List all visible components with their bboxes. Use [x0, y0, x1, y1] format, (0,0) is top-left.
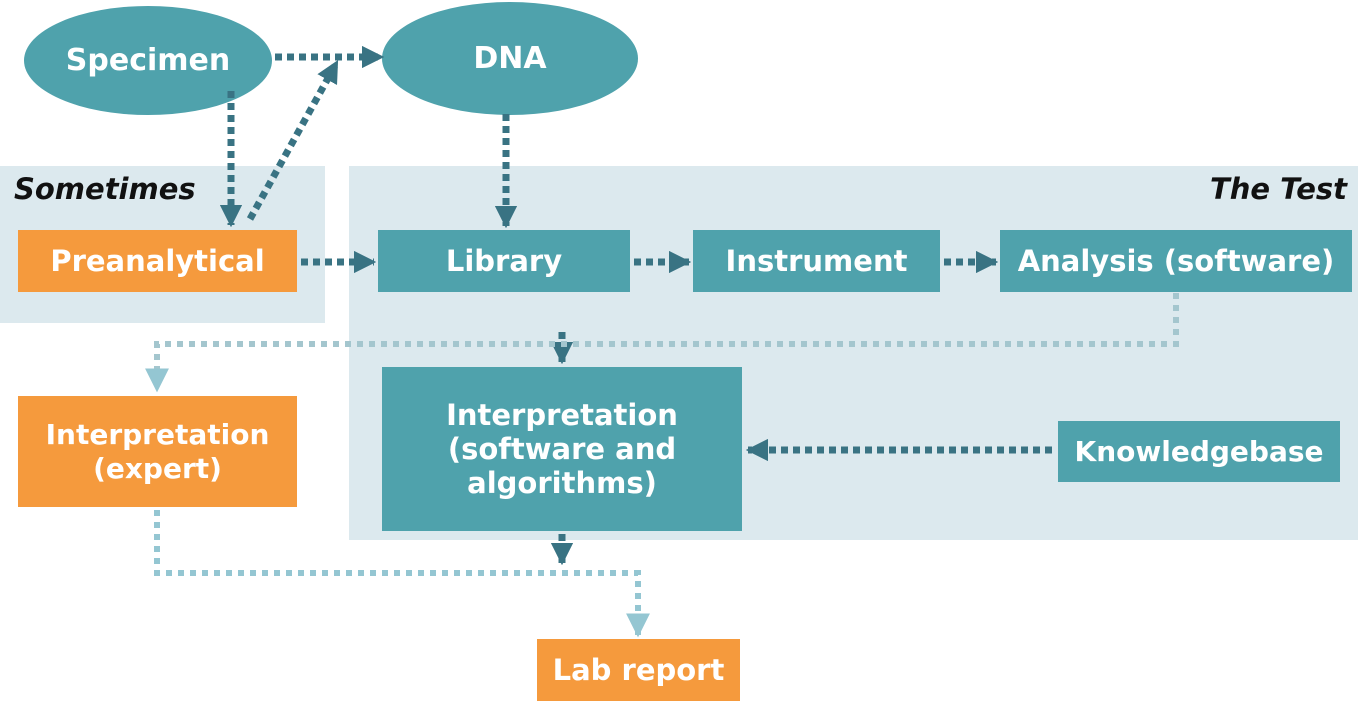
node-preanalytical: Preanalytical: [18, 230, 297, 292]
node-library: Library: [378, 230, 630, 292]
node-lab-report: Lab report: [537, 639, 740, 701]
node-analysis: Analysis (software): [1000, 230, 1352, 292]
region-label-sometimes: Sometimes: [14, 172, 196, 206]
node-instrument: Instrument: [693, 230, 940, 292]
region-label-the-test: The Test: [1209, 172, 1347, 206]
node-interpretation-expert: Interpretation (expert): [18, 396, 297, 507]
node-specimen: Specimen: [24, 6, 272, 115]
node-dna: DNA: [382, 2, 638, 115]
node-knowledgebase: Knowledgebase: [1058, 421, 1340, 482]
node-interpretation-software: Interpretation (software and algorithms): [382, 367, 742, 531]
